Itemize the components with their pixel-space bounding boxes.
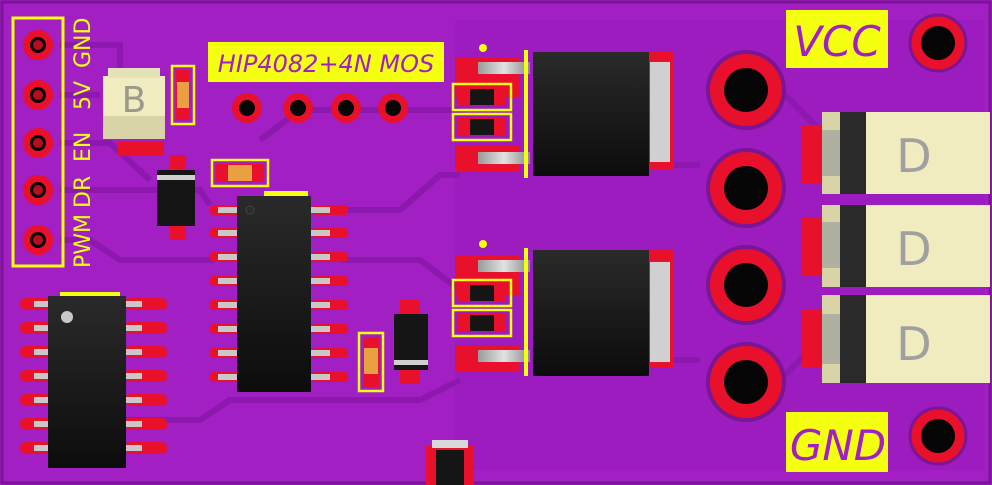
via-2[interactable]	[283, 93, 313, 123]
terminal-hole-2[interactable]	[706, 148, 786, 228]
resistor-r1	[170, 64, 196, 126]
terminal-hole-4[interactable]	[706, 342, 786, 422]
header-label-5v: 5V	[71, 81, 96, 110]
header-pin-gnd[interactable]	[23, 30, 53, 60]
header-label-dr: DR	[71, 176, 96, 208]
via-4[interactable]	[378, 93, 408, 123]
ic-logic-left	[20, 292, 167, 468]
diode-3: D	[802, 295, 990, 383]
board-title: HIP4082+4N MOS	[218, 50, 434, 78]
ic-hip4082	[210, 191, 348, 392]
resistor-r3	[357, 331, 385, 393]
diode-small-left	[157, 155, 195, 240]
vcc-label: VCC	[793, 17, 881, 66]
gnd-label: GND	[790, 421, 886, 470]
header-label-gnd: GND	[71, 18, 96, 68]
diode-1-mark: D	[896, 129, 931, 183]
connector-b-mark: B	[122, 80, 147, 121]
header-pin-en[interactable]	[23, 128, 53, 158]
diode-small-center	[394, 300, 428, 384]
power-terminals	[706, 50, 786, 422]
gnd-label-box	[786, 412, 888, 472]
header-pin-5v[interactable]	[23, 80, 53, 110]
header-pin-pwm[interactable]	[23, 225, 53, 255]
diode-3-mark: D	[896, 317, 931, 371]
diode-1: D	[802, 112, 990, 194]
header-pin-dr[interactable]	[23, 175, 53, 205]
vias-row	[232, 93, 408, 123]
terminal-hole-3[interactable]	[706, 245, 786, 325]
vcc-label-box	[786, 10, 888, 68]
bottom-capacitor	[426, 440, 474, 485]
title-box	[208, 42, 444, 82]
pin-header	[23, 30, 53, 255]
mosfet-bottom	[451, 240, 674, 376]
header-label-pwm: PWM	[71, 214, 96, 268]
via-3[interactable]	[331, 93, 361, 123]
pin-header-outline	[11, 16, 65, 268]
via-1[interactable]	[232, 93, 262, 123]
terminal-hole-1[interactable]	[706, 50, 786, 130]
resistor-r2	[210, 158, 270, 188]
mosfet-top	[451, 44, 674, 178]
diode-2-mark: D	[896, 222, 931, 276]
header-label-en: EN	[71, 132, 96, 162]
vcc-mount-hole[interactable]	[908, 13, 968, 73]
gnd-mount-hole[interactable]	[908, 406, 968, 466]
connector-b: B	[103, 68, 165, 156]
diode-2: D	[802, 205, 990, 287]
